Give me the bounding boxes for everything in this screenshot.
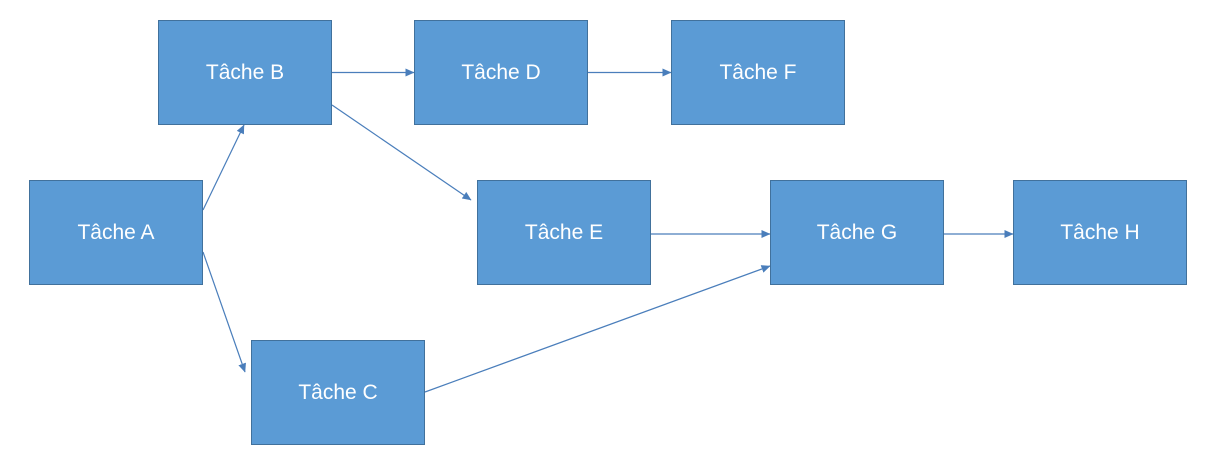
task-g-label: Tâche G bbox=[816, 220, 898, 244]
task-e-label: Tâche E bbox=[524, 220, 604, 244]
arrow-b-to-e bbox=[331, 104, 472, 201]
task-e-node: Tâche E bbox=[477, 180, 651, 285]
task-a-node: Tâche A bbox=[29, 180, 203, 285]
task-f-node: Tâche F bbox=[671, 20, 845, 125]
task-h-node: Tâche H bbox=[1013, 180, 1187, 285]
task-a-label: Tâche A bbox=[77, 220, 155, 244]
task-c-node: Tâche C bbox=[251, 340, 425, 445]
task-b-node: Tâche B bbox=[158, 20, 332, 125]
task-d-label: Tâche D bbox=[461, 60, 541, 84]
arrow-a-to-b bbox=[202, 124, 245, 211]
task-c-label: Tâche C bbox=[298, 380, 378, 404]
task-b-label: Tâche B bbox=[205, 60, 285, 84]
task-f-label: Tâche F bbox=[719, 60, 797, 84]
arrow-c-to-g bbox=[424, 265, 771, 393]
task-d-node: Tâche D bbox=[414, 20, 588, 125]
task-h-label: Tâche H bbox=[1060, 220, 1140, 244]
task-g-node: Tâche G bbox=[770, 180, 944, 285]
arrow-a-to-c bbox=[202, 251, 246, 373]
